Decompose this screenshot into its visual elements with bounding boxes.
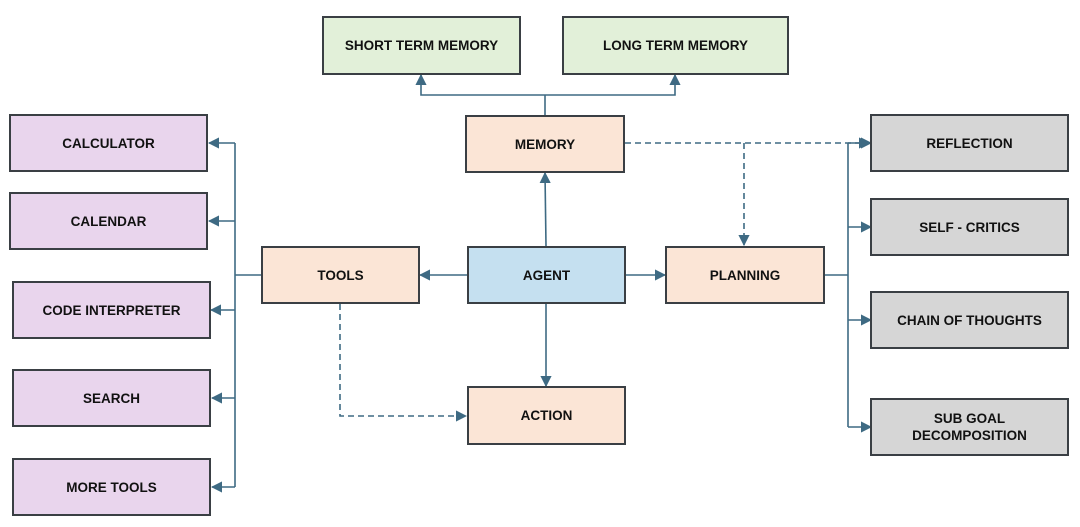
action-label: ACTION	[520, 408, 573, 423]
action-box: ACTION	[467, 386, 626, 445]
calendar-label: CALENDAR	[70, 213, 147, 229]
long-term-memory-box: LONG TERM MEMORY	[562, 16, 789, 75]
more-tools-box: MORE TOOLS	[12, 458, 211, 516]
short-term-memory-box: SHORT TERM MEMORY	[322, 16, 521, 75]
agent-box: AGENT	[467, 246, 626, 304]
reflection-box: REFLECTION	[870, 114, 1069, 172]
agent-label: AGENT	[522, 267, 571, 283]
tools-to-action-dashed-arrow	[339, 304, 468, 422]
memory-box: MEMORY	[465, 115, 625, 173]
reflection-label: REFLECTION	[926, 135, 1013, 151]
search-box: SEARCH	[12, 369, 211, 427]
self-critics-label: SELF - CRITICS	[919, 219, 1020, 235]
sub-goal-label-line2: DECOMPOSITION	[912, 428, 1027, 443]
self-critics-box: SELF - CRITICS	[870, 198, 1069, 256]
chain-of-thoughts-box: CHAIN OF THOUGHTS	[870, 291, 1069, 349]
short-term-memory-label: SHORT TERM MEMORY	[344, 38, 499, 53]
planning-box: PLANNING	[665, 246, 825, 304]
tools-box: TOOLS	[261, 246, 420, 304]
memory-to-short-term-arrow	[415, 73, 545, 96]
memory-to-long-term-arrow	[545, 73, 681, 96]
calculator-box: CALCULATOR	[9, 114, 208, 172]
code-interpreter-label: CODE INTERPRETER	[42, 302, 181, 318]
chain-of-thoughts-label: CHAIN OF THOUGHTS	[897, 312, 1042, 328]
calculator-label: CALCULATOR	[62, 135, 155, 151]
calendar-box: CALENDAR	[9, 192, 208, 250]
tools-label: TOOLS	[317, 267, 364, 283]
agent-to-memory-arrow	[539, 171, 551, 247]
more-tools-label: MORE TOOLS	[66, 479, 157, 495]
sub-goal-decomposition-box: SUB GOAL DECOMPOSITION	[870, 398, 1069, 456]
memory-label: MEMORY	[514, 136, 576, 152]
long-term-memory-label: LONG TERM MEMORY	[603, 38, 748, 53]
search-label: SEARCH	[82, 390, 140, 406]
sub-goal-label-line1: SUB GOAL	[933, 411, 1006, 426]
code-interpreter-box: CODE INTERPRETER	[12, 281, 211, 339]
planning-label: PLANNING	[709, 267, 781, 283]
